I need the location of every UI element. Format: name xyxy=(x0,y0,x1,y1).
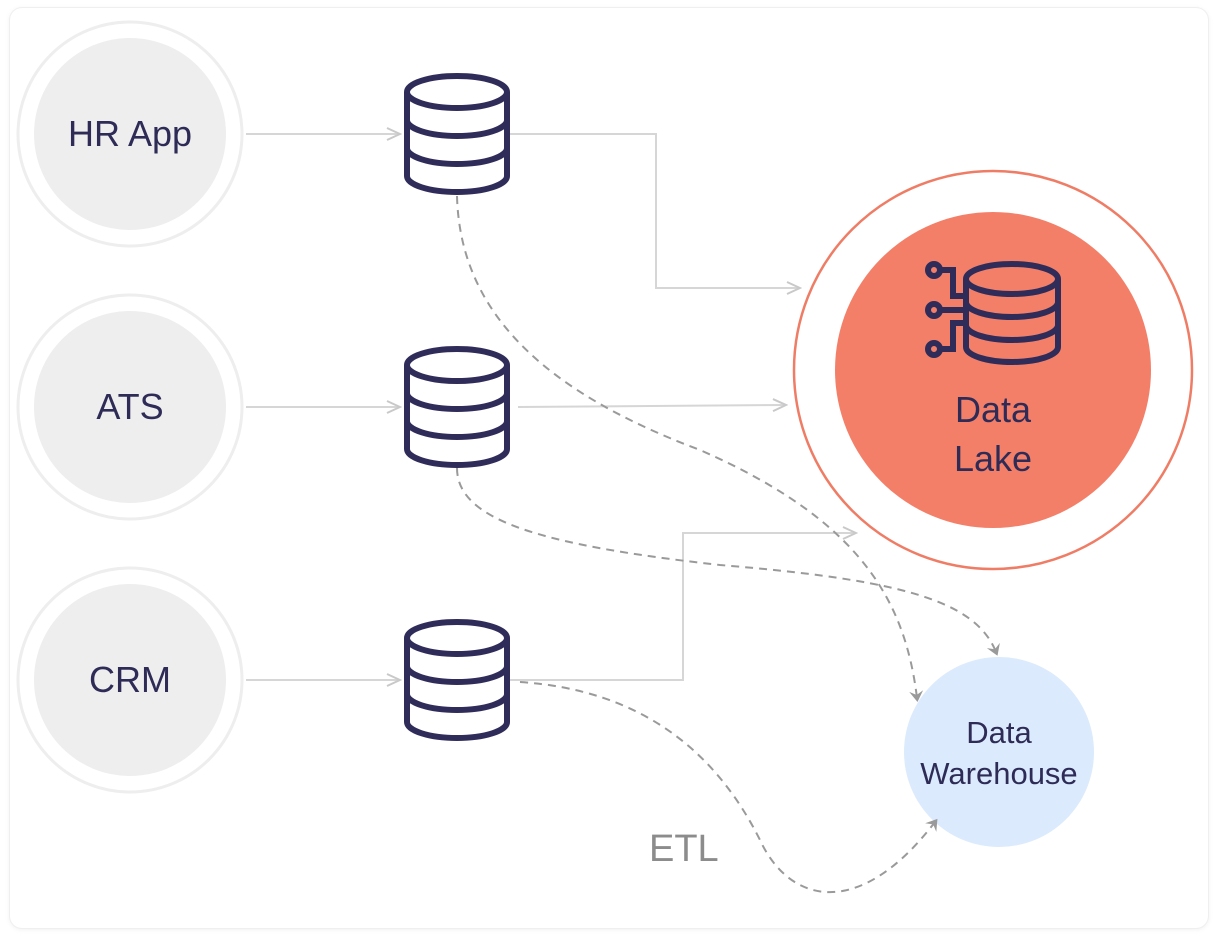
data-lake-label-line1: Data xyxy=(954,389,1032,430)
database-icon-hr-app xyxy=(407,76,507,192)
etl-connector-crm-db-to-warehouse xyxy=(519,681,938,893)
connector-hr-db-to-lake xyxy=(510,133,800,288)
etl-connector-ats-db-to-warehouse xyxy=(456,467,1000,656)
source-node-crm xyxy=(16,566,244,794)
source-node-hr-app xyxy=(16,20,244,248)
data-warehouse-node xyxy=(904,657,1094,847)
source-label-ats: ATS xyxy=(96,386,164,427)
source-label-crm: CRM xyxy=(89,659,171,700)
source-node-ats xyxy=(16,293,244,521)
database-icon-crm xyxy=(407,622,507,738)
data-warehouse-label-line2: Warehouse xyxy=(920,756,1078,791)
data-lake-label-line2: Lake xyxy=(953,438,1033,479)
data-lake-node xyxy=(792,169,1194,571)
source-label-hr-app: HR App xyxy=(67,113,193,154)
data-lake-database-icon xyxy=(925,261,1061,365)
connector-crm-db-to-lake xyxy=(510,533,856,681)
data-warehouse-label: Data Warehouse xyxy=(889,712,1109,794)
etl-connector-hr-db-to-warehouse xyxy=(456,195,924,702)
database-icon-ats xyxy=(407,349,507,465)
data-lake-label: Data Lake xyxy=(893,385,1093,483)
etl-label: ETL xyxy=(649,828,719,870)
connector-ats-db-to-lake xyxy=(517,405,786,407)
data-warehouse-label-line1: Data xyxy=(966,715,1032,750)
